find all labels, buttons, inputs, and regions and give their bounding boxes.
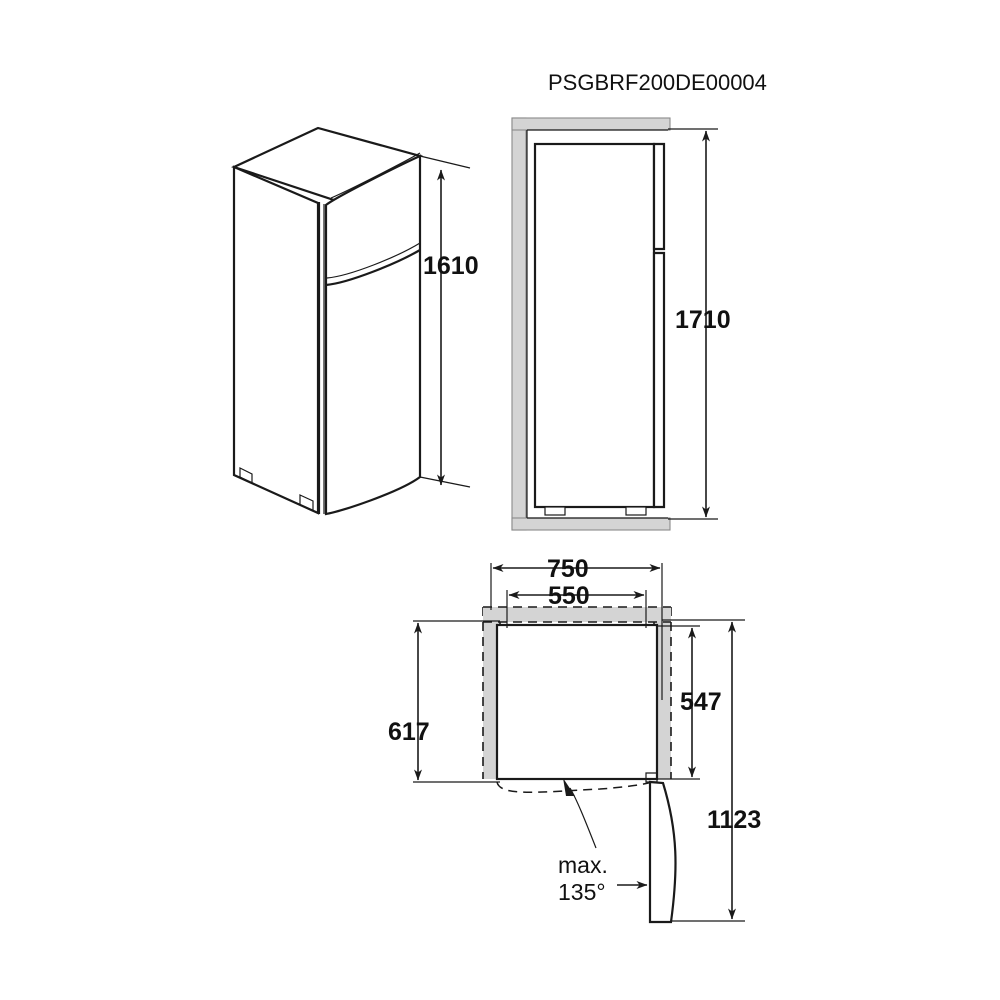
plan-wall-rear-fill [483, 607, 671, 622]
dimension-label-750: 750 [547, 555, 589, 583]
dimension-label-617: 617 [388, 718, 430, 746]
appliance-foot-left [544, 506, 566, 516]
dimension-label-1123: 1123 [707, 806, 761, 834]
plan-door-swing-arc [496, 780, 656, 794]
side-elevation-view: 1710 [511, 117, 731, 531]
perspective-view: 1610 [231, 126, 479, 516]
door-split-line [325, 249, 421, 287]
niche-wall-bottom-fill [512, 518, 670, 530]
niche-inner-outline [526, 129, 668, 519]
cabinet-foot-rear [239, 467, 253, 484]
plan-wall-left-fill [483, 607, 500, 779]
plan-appliance-body [495, 623, 659, 781]
niche-wall-top-fill [512, 118, 670, 130]
door-swing-note-line1: max. [558, 852, 608, 878]
dimension-label-1710: 1710 [675, 306, 731, 334]
iso-extension-line-bottom [419, 476, 471, 488]
swing-note-leader-line [569, 787, 597, 849]
lower-door-profile [652, 251, 666, 509]
cabinet-left-side-panel [232, 165, 320, 515]
dimension-label-1610: 1610 [423, 252, 479, 280]
swing-note-leader-arrowhead [563, 778, 575, 796]
niche-wall-vertical-fill [512, 118, 526, 530]
appliance-body-outline [533, 142, 656, 509]
plan-open-door-panel [648, 780, 677, 924]
door-swing-note-line2: 135° [558, 879, 606, 905]
appliance-foot-right [625, 506, 647, 516]
cabinet-foot-front [299, 494, 314, 512]
cabinet-door-front-face [324, 154, 422, 516]
upper-door-handle-groove [326, 242, 421, 279]
upper-door-profile [652, 142, 666, 251]
drawing-title: PSGBRF200DE00004 [548, 70, 767, 95]
plan-wall-rear-dashed-edges [483, 606, 671, 623]
plan-view: max. 135° 750 550 617 547 [388, 555, 761, 924]
dimension-label-547: 547 [680, 688, 722, 716]
iso-extension-line-top [419, 155, 471, 169]
upper-door-top-groove [330, 152, 421, 199]
dimension-label-550: 550 [548, 582, 590, 610]
